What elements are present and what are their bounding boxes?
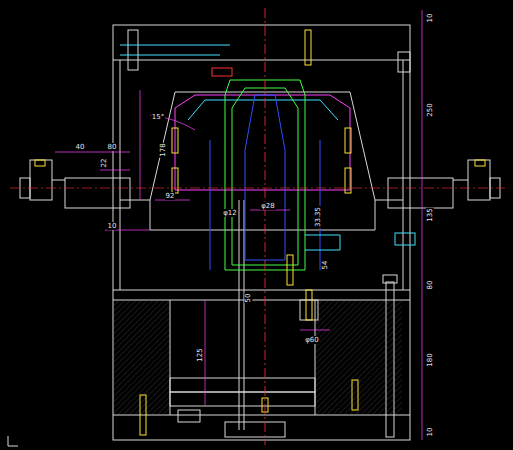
dimension-text: 180 (426, 352, 434, 367)
dimension-text: 54 (321, 260, 329, 271)
dimension-text: 125 (196, 347, 204, 362)
dimension-text: 178 (159, 142, 167, 157)
dimension-text: 33.35 (314, 206, 322, 228)
dimension-text: 250 (426, 102, 434, 117)
dimension-text: 92 (165, 192, 176, 200)
dimension-text: 22 (100, 158, 108, 169)
dimension-text: φ28 (260, 202, 276, 210)
dimension-text: 10 (426, 13, 434, 24)
dimension-text: 135 (426, 207, 434, 222)
dimension-text: 15° (151, 113, 165, 121)
dimension-text: 40 (75, 143, 86, 151)
dimension-text: φ60 (304, 336, 320, 344)
dimension-text: 80 (107, 143, 118, 151)
dimension-text: 10 (107, 222, 118, 230)
dimension-text: 50 (244, 293, 252, 304)
dimension-text: 80 (426, 280, 434, 291)
dimension-text: 10 (426, 427, 434, 438)
dimension-text: φ12 (222, 209, 238, 217)
